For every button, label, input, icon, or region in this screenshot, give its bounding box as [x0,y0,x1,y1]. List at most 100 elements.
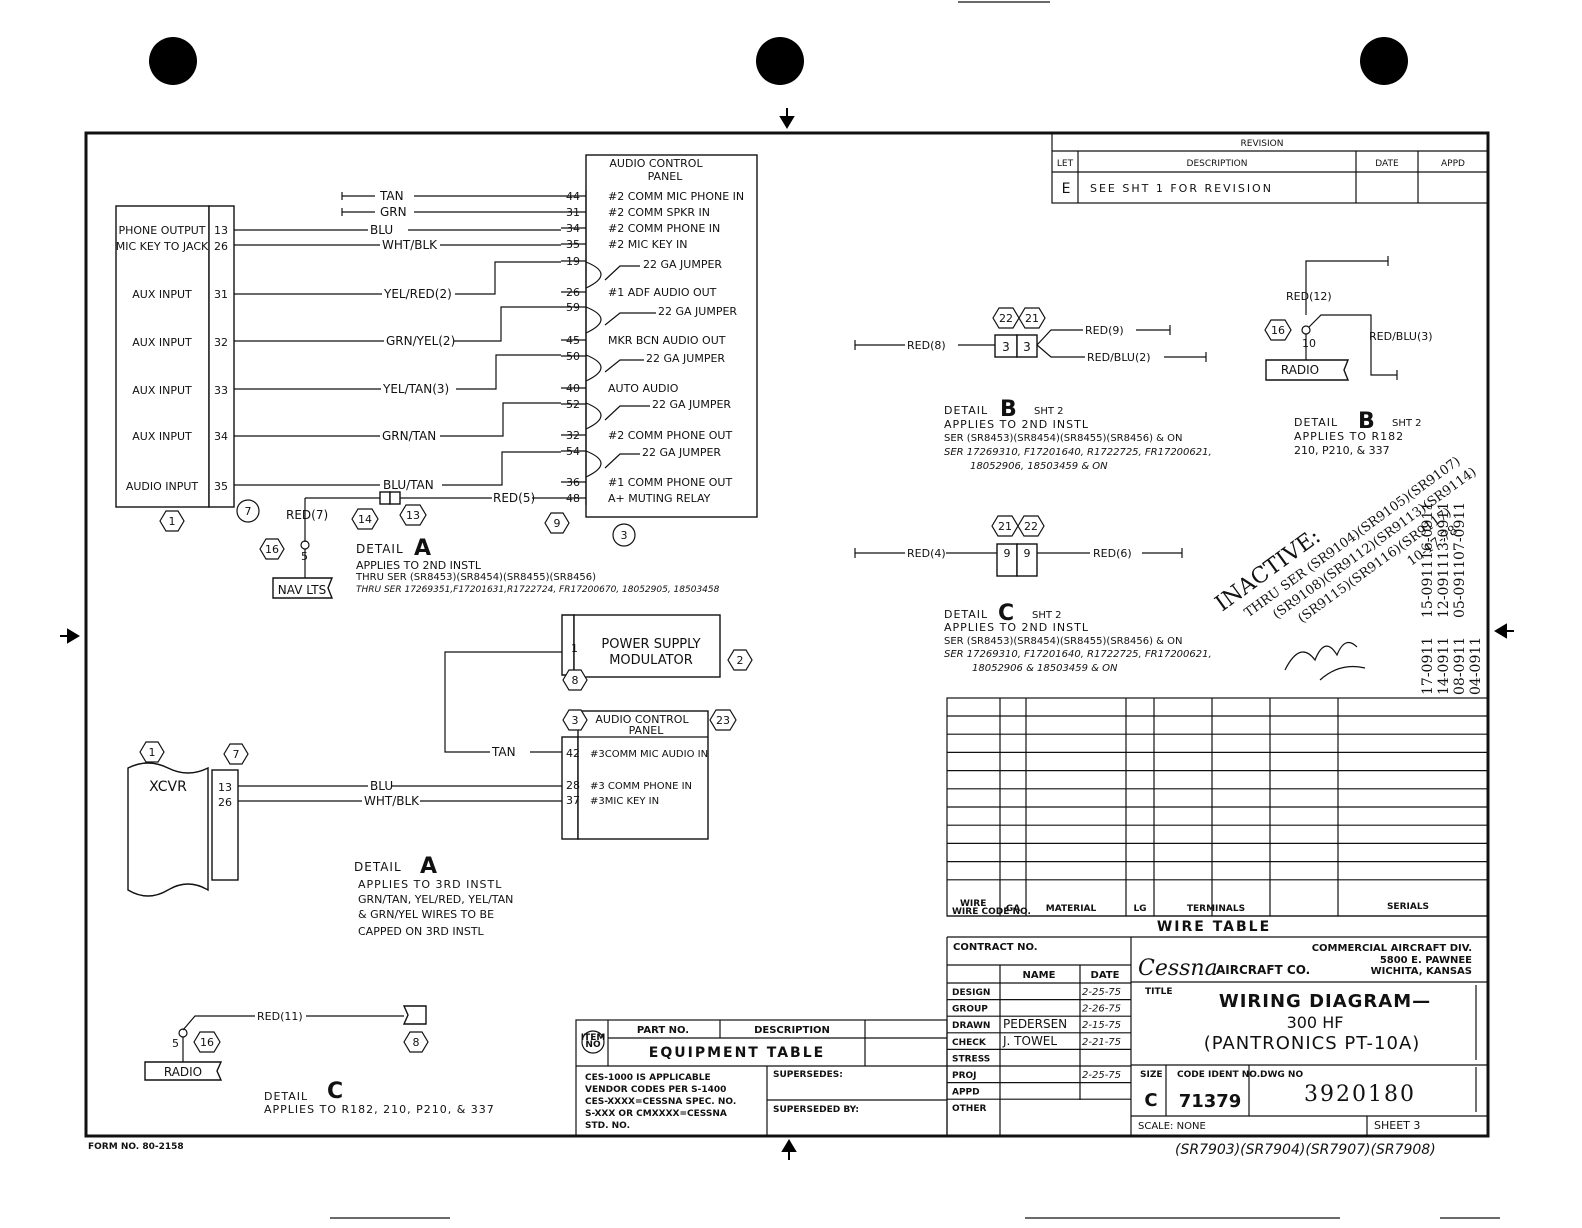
detail-b-line-3: SER 17269310, F17201640, R1722725, FR172… [944,447,1212,458]
wire-red-7: RED(7) [286,508,328,522]
detail-b-word: DETAIL [944,404,988,417]
detail-b2-line-1: APPLIES TO R182 [1294,430,1404,443]
description-col: DESCRIPTION [754,1025,830,1036]
detail-c-line-4: 18052906 & 18503459 & ON [972,663,1118,674]
detail-c2-letter: C [327,1079,343,1104]
acp1-title-1: AUDIO CONTROL [609,157,703,170]
name-check: J. TOWEL [1002,1034,1057,1048]
serial-stamp: 07-0911 [1452,502,1468,560]
serial-stamp: 12-0911 [1436,560,1452,618]
division-2: 5800 E. PAWNEE [1380,955,1472,966]
wire-blu-tan: BLU/TAN [383,478,434,492]
psm-title-2: MODULATOR [609,653,693,668]
size-label: SIZE [1140,1070,1163,1080]
detail-a-letter: A [414,536,431,561]
wire-table-col-terminals: TERMINALS [1187,904,1245,914]
wire-table-col-code-2: WIRE CODE NO. [952,907,1031,917]
acp1-pin-34: 34 [566,222,580,235]
detail-b2-sheet: SHT 2 [1392,418,1422,429]
detail-b-hex-22: 22 [992,307,1020,329]
equip-note-4: S-XXX OR CMXXXX=CESSNA [585,1109,727,1119]
acp1-label-36: #1 COMM PHONE OUT [608,476,732,489]
detail-a2-line-3: & GRN/YEL WIRES TO BE [358,908,494,921]
power-supply-modulator: 1 POWER SUPPLY MODULATOR 8 2 TAN [444,614,753,759]
detail-c2-hex-8: 8 [403,1031,429,1053]
acp1-pin-50: 50 [566,350,580,363]
serial-stamp: 08-0911 [1452,637,1468,695]
xcvr-label: XCVR [149,779,187,795]
svg-text:23: 23 [716,714,730,727]
date-design: 2-25-75 [1082,987,1121,998]
date-drawn: 2-15-75 [1082,1020,1121,1031]
wire-grn-tan: GRN/TAN [382,429,436,443]
role-check: CHECK [952,1038,987,1048]
revision-col-let: LET [1057,159,1074,169]
drawing-title-2: 300 HF [1287,1013,1344,1032]
acp1-label-40: AUTO AUDIO [608,382,679,395]
detail-b-pin-b: 3 [1023,340,1031,354]
detail-b-sheet: SHT 2 [1034,406,1064,417]
equip-note-3: CES-XXXX=CESSNA SPEC. NO. [585,1097,736,1107]
detail-b-wire-out-1: RED(9) [1085,324,1124,337]
detail-a2-word: DETAIL [354,860,402,874]
detail-c2-radio: RADIO [164,1065,202,1079]
acp2-label-37: #3MIC KEY IN [590,796,659,807]
acp1-label-31: #2 COMM SPKR IN [608,206,710,219]
acp1-pin-59: 59 [566,301,580,314]
drawing-border [84,131,1490,1138]
acp1-title-2: PANEL [648,170,684,183]
detail-a2-line-2: GRN/TAN, YEL/RED, YEL/TAN [358,893,513,906]
acp2-label-42: #3COMM MIC AUDIO IN [590,749,708,760]
serial-stamp: 13-0911 [1436,502,1452,560]
wire-table-grid [947,698,1488,916]
acp1-pin-36: 36 [566,476,580,489]
acp1-label-44: #2 COMM MIC PHONE IN [608,190,744,203]
nav-lights-connector: 5 NAV LTS [272,540,334,599]
revision-block: REVISION LET DESCRIPTION DATE APPD E SEE… [1051,132,1489,204]
company-suffix: AIRCRAFT CO. [1216,963,1310,977]
acp2-pin-37: 37 [566,794,580,807]
nav-lts-label: NAV LTS [278,583,326,597]
dwg-label: DWG NO [1260,1070,1303,1080]
svg-text:7: 7 [245,505,252,518]
svg-text:21: 21 [1025,312,1039,325]
jumper-label-3: 22 GA JUMPER [646,352,725,365]
detail-b2-hex-16: 16 [1264,319,1292,341]
jumper-label-2: 22 GA JUMPER [658,305,737,318]
hex-callout-16: 16 [259,538,285,560]
code-ident-label: CODE IDENT NO. [1177,1070,1260,1080]
item-no-icon: ITEM [581,1033,606,1043]
wire-yel-red: YEL/RED(2) [383,287,452,301]
svg-text:14: 14 [358,513,372,526]
svg-text:16: 16 [265,543,279,556]
part-no-col: PART NO. [637,1025,689,1036]
acp1-pin-32: 32 [566,429,580,442]
detail-c-sheet: SHT 2 [1032,610,1062,621]
bottom-serials: (SR7903)(SR7904)(SR7907)(SR7908) [1175,1142,1436,1158]
acp1-label-35: #2 MIC KEY IN [608,238,687,251]
contract-label: CONTRACT NO. [953,942,1038,953]
equipment-table-title: EQUIPMENT TABLE [649,1045,825,1061]
detail-a2-letter: A [420,854,437,879]
detail-b2-pin: 10 [1302,337,1316,350]
date-col: DATE [1091,970,1120,981]
source-label-26: MIC KEY TO JACK [116,240,209,253]
detail-a-note: DETAIL A APPLIES TO 2ND INSTL THRU SER (… [355,536,720,595]
acp1-pin-44: 44 [566,190,580,203]
serial-stamps: 17-091115-091116-091114-091112-091113-09… [1420,502,1484,695]
wire-table-col-lg: LG [1133,904,1146,914]
psm-hex-2: 2 [727,649,753,671]
sheet-value: SHEET 3 [1374,1119,1420,1132]
role-other: OTHER [952,1104,986,1114]
acp1-label-45: MKR BCN AUDIO OUT [608,334,726,347]
revision-heading: REVISION [1241,139,1284,149]
wires-detail-a: TAN GRN BLU WHT/BLK YEL/RED(2) GRN/YEL(2… [234,189,561,542]
detail-b2-wire-1: RED(12) [1286,290,1332,303]
wire-table-col-material: MATERIAL [1046,904,1097,914]
serial-stamp: 15-0911 [1420,560,1436,618]
role-drawn: DRAWN [952,1021,990,1031]
arrow-right-icon [1494,623,1514,639]
xcvr-pin-13: 13 [218,781,232,794]
acp2-pin-42: 42 [566,747,580,760]
